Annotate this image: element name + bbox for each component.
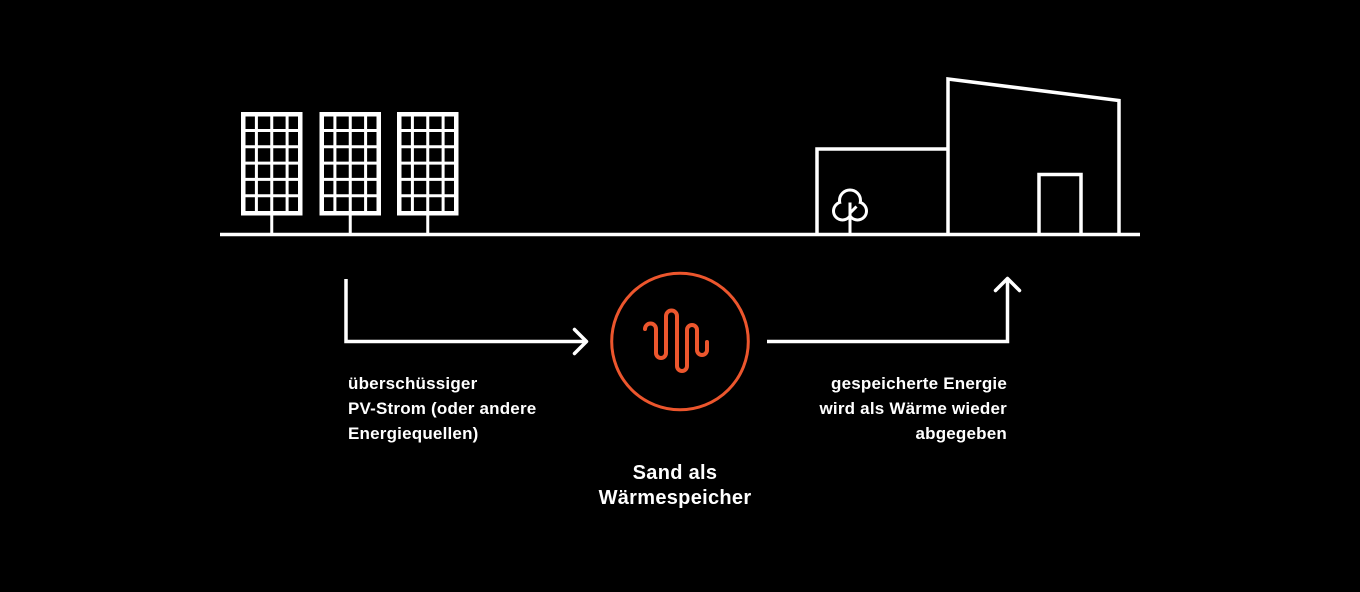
input-flow-label-line3: Energiequellen) — [348, 424, 479, 443]
input-flow-label-line1: überschüssiger — [348, 374, 478, 393]
output-flow-label: gespeicherte Energie wird als Wärme wied… — [820, 371, 1008, 446]
tree-icon — [832, 188, 868, 235]
storage-label: Sand als Wärmespeicher — [599, 461, 752, 511]
output-flow-label-line2: wird als Wärme wieder — [819, 399, 1007, 418]
arrow-up-icon — [767, 276, 1022, 344]
storage-label-line2: Wärmespeicher — [598, 487, 752, 509]
output-flow-label-line1: gespeicherte Energie — [831, 374, 1007, 393]
factory-door-icon — [1037, 172, 1083, 236]
input-flow-label: überschüssiger PV-Strom (oder andere Ene… — [348, 371, 536, 446]
solar-panels-icon — [243, 114, 456, 235]
small-building-icon — [815, 147, 948, 236]
input-flow-label-line2: PV-Strom (oder andere — [348, 399, 537, 418]
arrow-right-icon — [344, 279, 589, 356]
storage-label-line1: Sand als — [632, 462, 718, 484]
factory-building-icon — [946, 77, 1121, 236]
output-flow-label-line3: abgegeben — [915, 424, 1007, 443]
heat-wave-icon — [610, 271, 750, 412]
